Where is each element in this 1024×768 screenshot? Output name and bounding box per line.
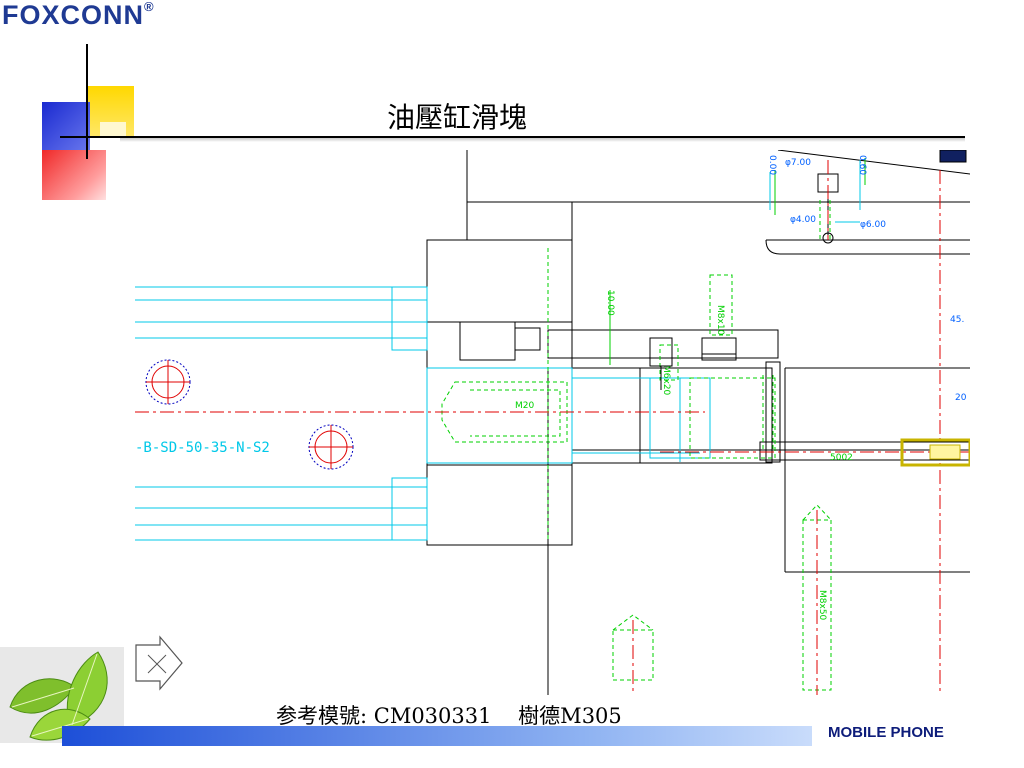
white-inner-square xyxy=(100,122,126,136)
thread-m8-label: M8x10 xyxy=(715,305,725,336)
red-square xyxy=(42,150,106,200)
bolt-circle-left xyxy=(145,359,191,405)
footer-bar xyxy=(62,726,812,746)
dim-small-right: 0.60 xyxy=(857,155,867,175)
reference-caption: 参考模號: CM030331 樹德M305 xyxy=(276,704,622,728)
registered-mark: ® xyxy=(144,0,155,14)
logo-text: FOXCONN xyxy=(2,0,144,30)
bolt-circle-right xyxy=(308,424,354,470)
slot-label: 5002 xyxy=(830,453,853,463)
dim-20: 20 xyxy=(955,393,967,403)
dim-small-left: 0.00 xyxy=(767,155,777,175)
thread-mid-label: M6x20 xyxy=(661,365,671,396)
horizontal-rule xyxy=(60,136,965,138)
vertical-rule xyxy=(86,44,88,159)
thread-m20-label: M20 xyxy=(515,401,534,411)
slide-title: 油壓缸滑塊 xyxy=(387,101,528,134)
footer-label: MOBILE PHONE xyxy=(828,724,944,741)
foxconn-logo: FOXCONN® xyxy=(2,0,155,30)
dim-vertical: 10.00 xyxy=(605,290,615,316)
dim-45: 45. xyxy=(950,315,964,325)
dim-left: φ4.00 xyxy=(790,215,816,225)
cylinder-label: -B-SD-50-35-N-S2 xyxy=(135,440,270,456)
dim-top-left: φ7.00 xyxy=(785,158,811,168)
horizontal-rule-shadow xyxy=(120,138,965,142)
thread-long-label: M8x50 xyxy=(817,590,827,621)
dim-right: φ6.00 xyxy=(860,220,886,230)
arrow-icon xyxy=(135,635,183,691)
blue-square xyxy=(42,102,90,152)
cad-drawing: -B-SD-50-35-N-S2 M20 φ7.00 φ4.00 φ6.00 4… xyxy=(135,150,970,695)
